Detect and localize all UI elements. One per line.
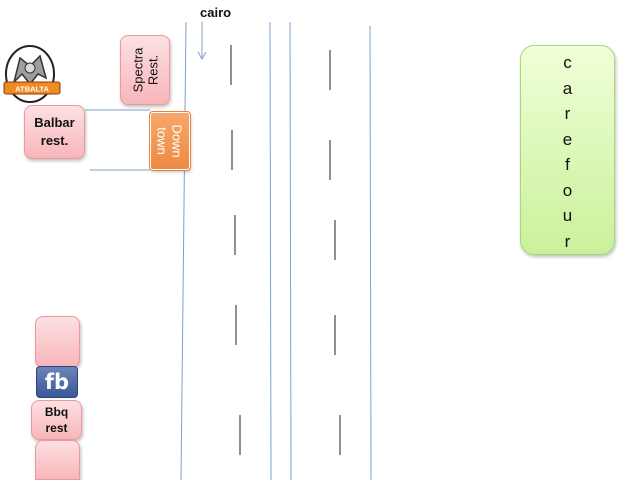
facebook-icon[interactable]: fb	[36, 366, 78, 398]
downtown-sign[interactable]: Down town	[149, 111, 191, 171]
bbq-restaurant[interactable]: Bbq rest	[31, 400, 82, 440]
carefour-store[interactable]: c a r e f o u r	[520, 45, 615, 255]
road-edge-right	[369, 25, 372, 480]
carefour-letter: r	[564, 104, 571, 123]
facebook-icon-text: fb	[44, 370, 70, 394]
carefour-letter: e	[562, 129, 573, 149]
restaurant-logo: ATBALTA	[3, 45, 61, 103]
direction-arrow-head	[197, 51, 207, 61]
carefour-label: c a r e f o u r	[563, 50, 572, 254]
city-label: cairo	[200, 5, 232, 20]
logo-text: ATBALTA	[15, 85, 49, 94]
carefour-letter: f	[565, 155, 570, 174]
downtown-label: Down town	[155, 124, 185, 158]
logo-figure-head	[24, 62, 36, 74]
road-edge-left	[180, 21, 187, 480]
balbar-restaurant[interactable]: Balbar rest.	[24, 105, 85, 159]
bbq-label: Bbq rest	[44, 405, 69, 435]
carefour-letter: r	[564, 231, 571, 251]
carefour-letter: c	[563, 53, 572, 72]
spectra-label: Spectra Rest.	[130, 47, 160, 93]
spectra-restaurant[interactable]: Spectra Rest.	[120, 35, 170, 105]
logo-banner	[3, 81, 61, 95]
carefour-letter: u	[562, 206, 573, 225]
road-edge-median-left	[269, 21, 272, 480]
carefour-letter: a	[562, 78, 573, 98]
carefour-letter: o	[562, 180, 573, 200]
balbar-label: Balbar rest.	[34, 115, 75, 148]
bbq-block-top	[35, 316, 80, 368]
bbq-block-bottom	[35, 440, 80, 480]
road-edge-median-right	[289, 21, 292, 480]
